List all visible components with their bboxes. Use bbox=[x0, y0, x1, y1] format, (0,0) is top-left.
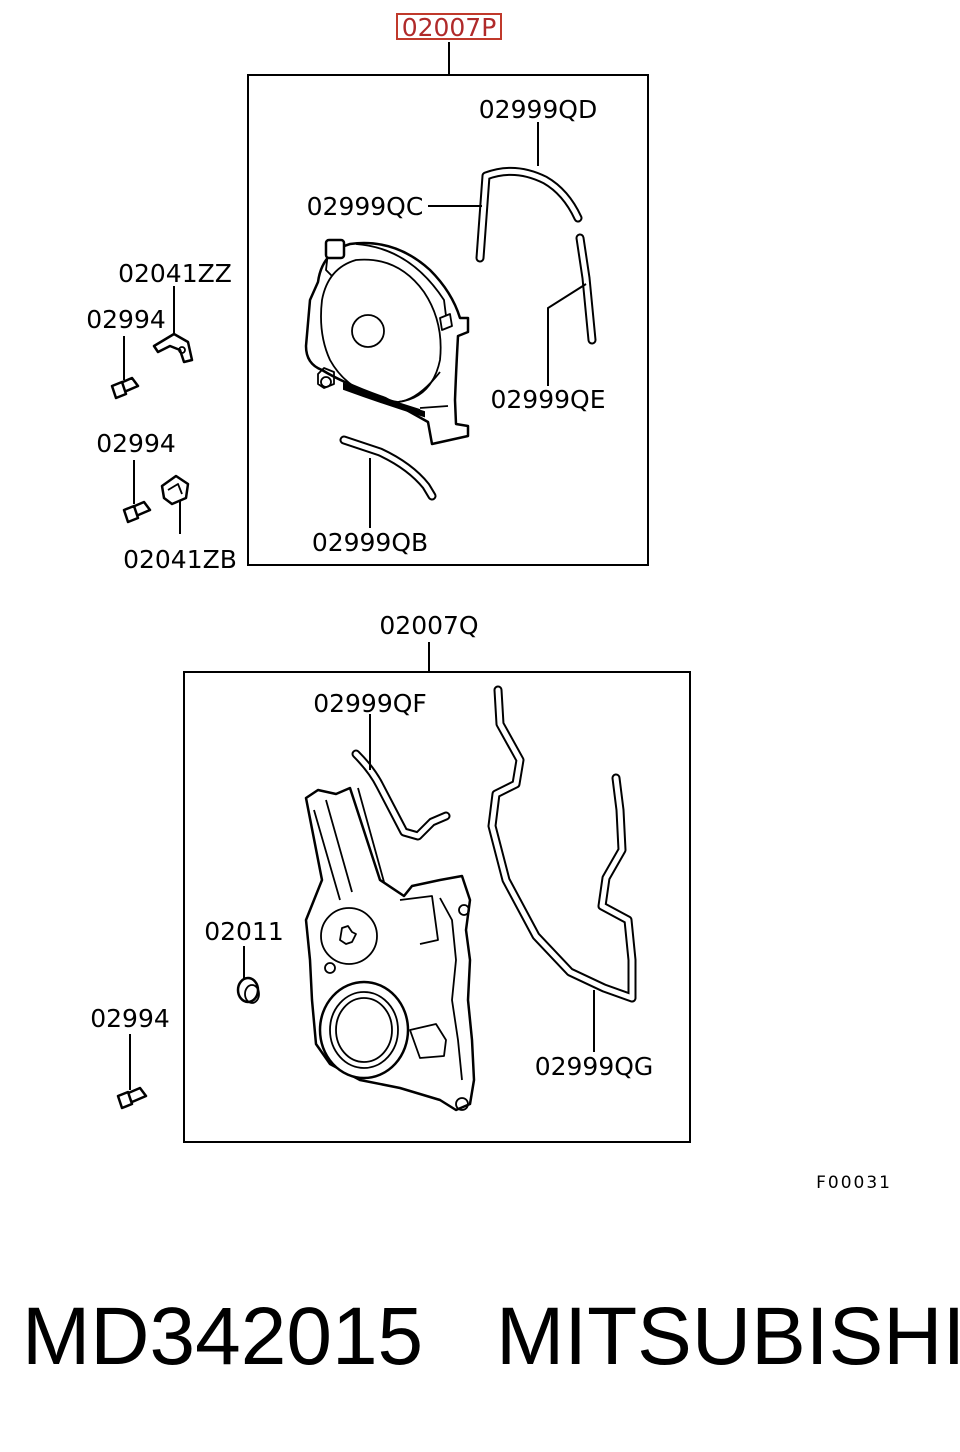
label-bolt-upper[interactable]: 02994 bbox=[86, 305, 166, 334]
label-02011[interactable]: 02011 bbox=[204, 917, 284, 946]
upper-assembly-label[interactable]: 02007P bbox=[402, 13, 497, 42]
label-02999qf[interactable]: 02999QF bbox=[313, 689, 427, 718]
label-02999qd[interactable]: 02999QD bbox=[479, 95, 597, 124]
label-bolt-middle[interactable]: 02994 bbox=[96, 429, 176, 458]
lower-assembly-label[interactable]: 02007Q bbox=[379, 611, 478, 640]
lower-timing-cover bbox=[304, 786, 476, 1112]
bolt-upper-icon bbox=[110, 376, 140, 400]
label-bolt-lower[interactable]: 02994 bbox=[90, 1004, 170, 1033]
bolt-lower-icon bbox=[116, 1086, 148, 1110]
gasket-02999qg bbox=[487, 685, 637, 1003]
lower-group: 02007Q bbox=[90, 611, 691, 1143]
figure-code: F00031 bbox=[816, 1173, 892, 1193]
bushing-02041zb bbox=[160, 474, 190, 506]
clip-02041zz bbox=[152, 332, 194, 364]
assembly-code-highlight bbox=[396, 13, 502, 40]
footer-brand: MITSUBISHI bbox=[496, 1291, 960, 1382]
seal-02999qb bbox=[339, 435, 437, 501]
footer-part-number: MD342015 bbox=[22, 1291, 423, 1382]
bolt-middle-icon bbox=[122, 500, 152, 524]
oil-seal-02011 bbox=[236, 976, 260, 1004]
label-02999qg[interactable]: 02999QG bbox=[535, 1052, 654, 1081]
seal-02999qd bbox=[475, 166, 583, 263]
label-02041zb[interactable]: 02041ZB bbox=[123, 545, 237, 574]
label-02999qc[interactable]: 02999QC bbox=[307, 192, 424, 221]
upper-assembly-box bbox=[247, 74, 649, 566]
leader-02999qe bbox=[547, 283, 587, 386]
label-02041zz[interactable]: 02041ZZ bbox=[118, 259, 232, 288]
upper-timing-cover bbox=[304, 238, 470, 446]
label-02999qb[interactable]: 02999QB bbox=[312, 528, 428, 557]
label-02999qe[interactable]: 02999QE bbox=[490, 385, 605, 414]
upper-group: 02007P 02999Q bbox=[86, 13, 649, 574]
lower-assembly-box bbox=[183, 671, 691, 1143]
